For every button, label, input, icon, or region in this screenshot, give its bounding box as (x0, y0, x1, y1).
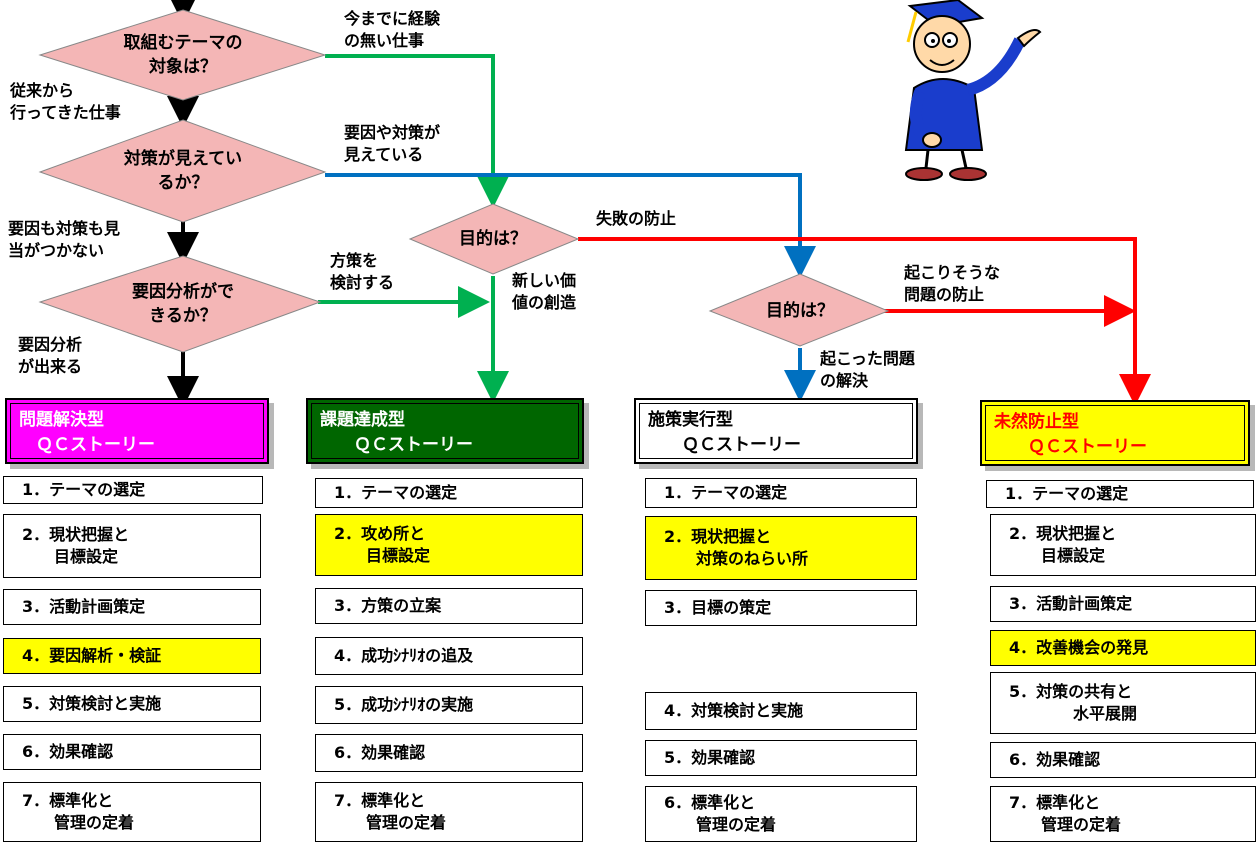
label-prevent-failure: 失敗の防止 (596, 209, 677, 228)
decision-purpose1 (408, 203, 580, 275)
professor-pointing-icon (904, 0, 1042, 181)
step-item: 3．目標の策定 (645, 590, 917, 626)
red-path (578, 237, 1151, 406)
story-title: 問題解決型 ＱＣストーリー (10, 403, 264, 459)
step-item: 7．標準化と 管理の定着 (990, 786, 1256, 842)
step-item: 1．テーマの選定 (315, 478, 583, 508)
decision-purpose2 (708, 273, 890, 347)
step-item: 5．対策検討と実施 (3, 686, 261, 722)
step-item: 7．標準化と 管理の定着 (315, 782, 583, 842)
step-item: 1．テーマの選定 (645, 478, 917, 508)
step-item: 7．標準化と 管理の定着 (3, 782, 261, 842)
step-item: 6．標準化と 管理の定着 (645, 786, 917, 842)
story-header-task-achieving: 課題達成型 ＱＣストーリー (306, 398, 584, 464)
label-prevent-likely: 起こりそうな 問題の防止 (904, 263, 1001, 304)
label-solve-occurred: 起こった問題 の解決 (820, 349, 915, 390)
decision-measures-text: 対策が見えてい るか？ (123, 149, 243, 193)
decision-theme-text: 取組むテーマの 対象は？ (123, 33, 243, 77)
story-header-measure-executing: 施策実行型 ＱＣストーリー (634, 398, 918, 464)
step-item: 5．成功ｼﾅﾘｵの実施 (315, 686, 583, 724)
step-item: 1．テーマの選定 (986, 480, 1254, 508)
step-item: 2．現状把握と 目標設定 (990, 514, 1256, 576)
green-path (318, 54, 509, 403)
step-item: 2．現状把握と 目標設定 (3, 514, 261, 578)
step-item: 5．効果確認 (645, 740, 917, 776)
step-item: 2．現状把握と 対策のねらい所 (645, 516, 917, 580)
step-item: 5．対策の共有と 水平展開 (990, 672, 1256, 734)
story-title: 施策実行型 ＱＣストーリー (639, 403, 913, 459)
label-inexperienced: 今までに経験 の無い仕事 (344, 9, 441, 50)
story-header-prevention: 未然防止型 ＱＣストーリー (980, 400, 1250, 466)
step-item: 4．成功ｼﾅﾘｵの追及 (315, 637, 583, 675)
label-conventional: 従来から 行ってきた仕事 (10, 81, 121, 122)
step-item: 4．対策検討と実施 (645, 692, 917, 730)
label-analysis-ok: 要因分析 が出来る (18, 335, 83, 376)
step-item: 3．活動計画策定 (3, 589, 261, 625)
decision-analysis (38, 255, 322, 353)
decision-purpose2-text: 目的は？ (766, 301, 834, 321)
story-title: 課題達成型 ＱＣストーリー (311, 403, 579, 459)
step-item: 2．攻め所と 目標設定 (315, 514, 583, 576)
step-item: 6．効果確認 (3, 734, 261, 770)
label-unknown: 要因も対策も見 当がつかない (8, 219, 121, 260)
label-measures-visible: 要因や対策が 見えている (344, 123, 441, 164)
decision-measures (38, 119, 327, 223)
step-item: 4．要因解析・検証 (3, 638, 261, 674)
step-item: 3．方策の立案 (315, 588, 583, 624)
decision-purpose1-text: 目的は？ (459, 229, 527, 249)
step-item: 6．効果確認 (990, 742, 1256, 778)
step-item: 4．改善機会の発見 (990, 630, 1256, 666)
decision-theme (38, 9, 327, 101)
step-item: 1．テーマの選定 (3, 476, 263, 504)
step-item: 6．効果確認 (315, 734, 583, 772)
label-consider-policy: 方策を 検討する (330, 251, 395, 292)
story-header-problem-solving: 問題解決型 ＱＣストーリー (5, 398, 269, 464)
label-new-value: 新しい価 値の創造 (512, 271, 577, 312)
decision-analysis-text: 要因分析がで きるか？ (132, 282, 234, 326)
step-item: 3．活動計画策定 (990, 586, 1256, 622)
blue-path (325, 173, 816, 402)
story-title: 未然防止型 ＱＣストーリー (985, 405, 1245, 461)
